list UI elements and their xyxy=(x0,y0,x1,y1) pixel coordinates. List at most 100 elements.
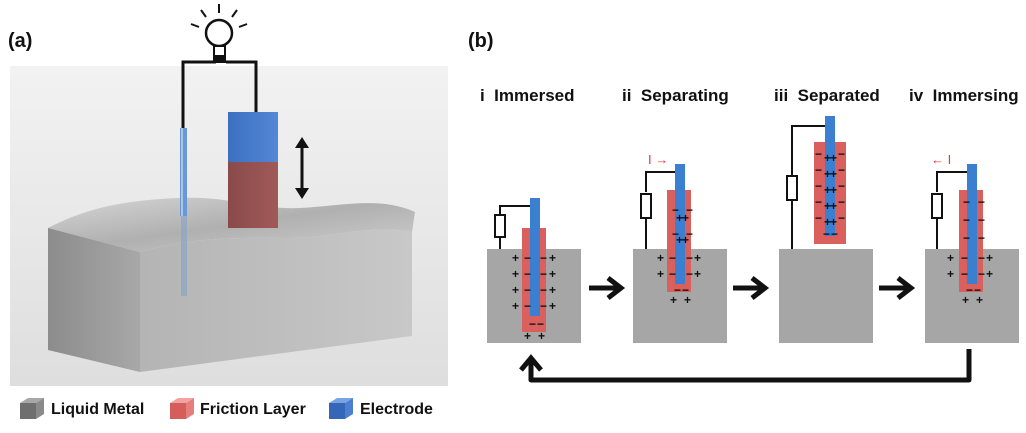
stage-title-separating: ii Separating xyxy=(622,86,729,105)
stage-title-separated: iii Separated xyxy=(774,86,880,105)
svg-text:−: − xyxy=(961,251,968,265)
svg-text:+: + xyxy=(682,211,689,225)
svg-text:+: + xyxy=(538,329,545,343)
svg-text:−: − xyxy=(672,203,679,217)
wire-electrode xyxy=(180,128,187,216)
submerged-wire xyxy=(181,206,187,296)
current-arrow-right: I → xyxy=(648,152,668,167)
resistor xyxy=(931,193,943,219)
legend-label-electrode: Electrode xyxy=(360,401,433,418)
legend-cube-friction-layer xyxy=(170,398,194,419)
resistor xyxy=(494,214,506,238)
svg-text:−: − xyxy=(978,231,985,245)
stage-title-immersed: i Immersed xyxy=(480,86,575,105)
svg-text:−: − xyxy=(815,163,822,177)
charge-marks: ++++ ++++ −−−− −−−− −− ++ xyxy=(512,251,556,343)
circuit-wire-right xyxy=(226,60,258,112)
svg-text:+: + xyxy=(524,329,531,343)
svg-text:−: − xyxy=(686,227,693,241)
charge-marks: −− −− −− ++ ++ −− −− −− ++ xyxy=(947,195,993,307)
svg-text:−: − xyxy=(686,203,693,217)
circuit-wire-left xyxy=(181,60,216,128)
electrode-block xyxy=(228,112,278,162)
electrode xyxy=(530,198,540,316)
svg-text:−: − xyxy=(524,267,531,281)
svg-text:−: − xyxy=(672,227,679,241)
arrow-ii-to-iii xyxy=(733,276,770,300)
svg-text:I →: I → xyxy=(648,152,668,167)
svg-text:−: − xyxy=(540,283,547,297)
svg-text:−: − xyxy=(669,267,676,281)
svg-text:−: − xyxy=(686,251,693,265)
svg-text:+: + xyxy=(676,233,683,247)
svg-text:+: + xyxy=(694,267,701,281)
charge-marks: −− −− −− −− −− −− ++ ++ ++ ++ ++ xyxy=(815,147,845,241)
svg-text:+: + xyxy=(549,283,556,297)
svg-text:+: + xyxy=(682,233,689,247)
panel-a-illustration xyxy=(10,4,448,386)
svg-text:−: − xyxy=(540,299,547,313)
legend-cube-liquid-metal xyxy=(20,398,44,419)
svg-text:−: − xyxy=(963,231,970,245)
legend-label-friction-layer: Friction Layer xyxy=(200,401,306,418)
svg-text:+: + xyxy=(824,215,831,229)
svg-text:+: + xyxy=(830,215,837,229)
svg-text:−: − xyxy=(838,195,845,209)
motion-double-arrow xyxy=(295,137,309,199)
current-arrow-left: ← I xyxy=(931,152,951,167)
panel-a-letter: (a) xyxy=(8,30,33,52)
svg-text:+: + xyxy=(824,199,831,213)
svg-text:+: + xyxy=(684,293,691,307)
svg-text:+: + xyxy=(947,251,954,265)
svg-text:−: − xyxy=(815,147,822,161)
svg-text:+: + xyxy=(512,299,519,313)
svg-text:−: − xyxy=(823,227,830,241)
svg-text:−: − xyxy=(674,283,681,297)
liquid-metal-square xyxy=(779,249,873,343)
svg-text:−: − xyxy=(978,195,985,209)
svg-text:+: + xyxy=(512,251,519,265)
svg-text:← I: ← I xyxy=(931,152,951,167)
svg-text:−: − xyxy=(963,213,970,227)
svg-text:−: − xyxy=(540,267,547,281)
svg-text:+: + xyxy=(549,267,556,281)
svg-text:+: + xyxy=(986,251,993,265)
svg-text:−: − xyxy=(978,267,985,281)
svg-text:−: − xyxy=(838,163,845,177)
light-bulb-icon xyxy=(190,4,248,63)
svg-text:+: + xyxy=(830,167,837,181)
svg-text:+: + xyxy=(830,199,837,213)
arrow-iii-to-iv xyxy=(879,276,916,300)
svg-text:+: + xyxy=(512,267,519,281)
svg-text:−: − xyxy=(831,227,838,241)
wire-highlight xyxy=(181,128,183,216)
svg-text:+: + xyxy=(824,183,831,197)
svg-text:−: − xyxy=(978,213,985,227)
svg-text:−: − xyxy=(669,251,676,265)
svg-text:−: − xyxy=(966,283,973,297)
electrode xyxy=(825,116,835,236)
svg-text:−: − xyxy=(815,195,822,209)
liquid-metal-front-face xyxy=(48,228,140,372)
return-arrow-iv-to-i xyxy=(519,349,972,383)
svg-text:−: − xyxy=(838,147,845,161)
stage-separating: I → −− −− ++ ++ ++ ++ −− −− −− ++ xyxy=(633,152,727,343)
legend-cube-electrode xyxy=(329,398,353,419)
svg-text:+: + xyxy=(549,251,556,265)
svg-text:−: − xyxy=(529,317,536,331)
circuit-wire xyxy=(499,205,530,215)
svg-text:−: − xyxy=(963,195,970,209)
electrode xyxy=(967,164,977,284)
stage-immersed: ++++ ++++ −−−− −−−− −− ++ xyxy=(487,198,581,343)
svg-text:−: − xyxy=(524,283,531,297)
legend-label-liquid-metal: Liquid Metal xyxy=(51,401,145,418)
svg-text:−: − xyxy=(815,211,822,225)
svg-text:+: + xyxy=(986,267,993,281)
svg-text:+: + xyxy=(947,267,954,281)
stage-separated: −− −− −− −− −− −− ++ ++ ++ ++ ++ xyxy=(779,116,873,343)
svg-text:+: + xyxy=(824,167,831,181)
svg-text:−: − xyxy=(974,283,981,297)
stage-immersing: ← I −− −− −− ++ ++ −− −− −− ++ xyxy=(925,152,1019,343)
friction-layer-block xyxy=(228,162,278,228)
